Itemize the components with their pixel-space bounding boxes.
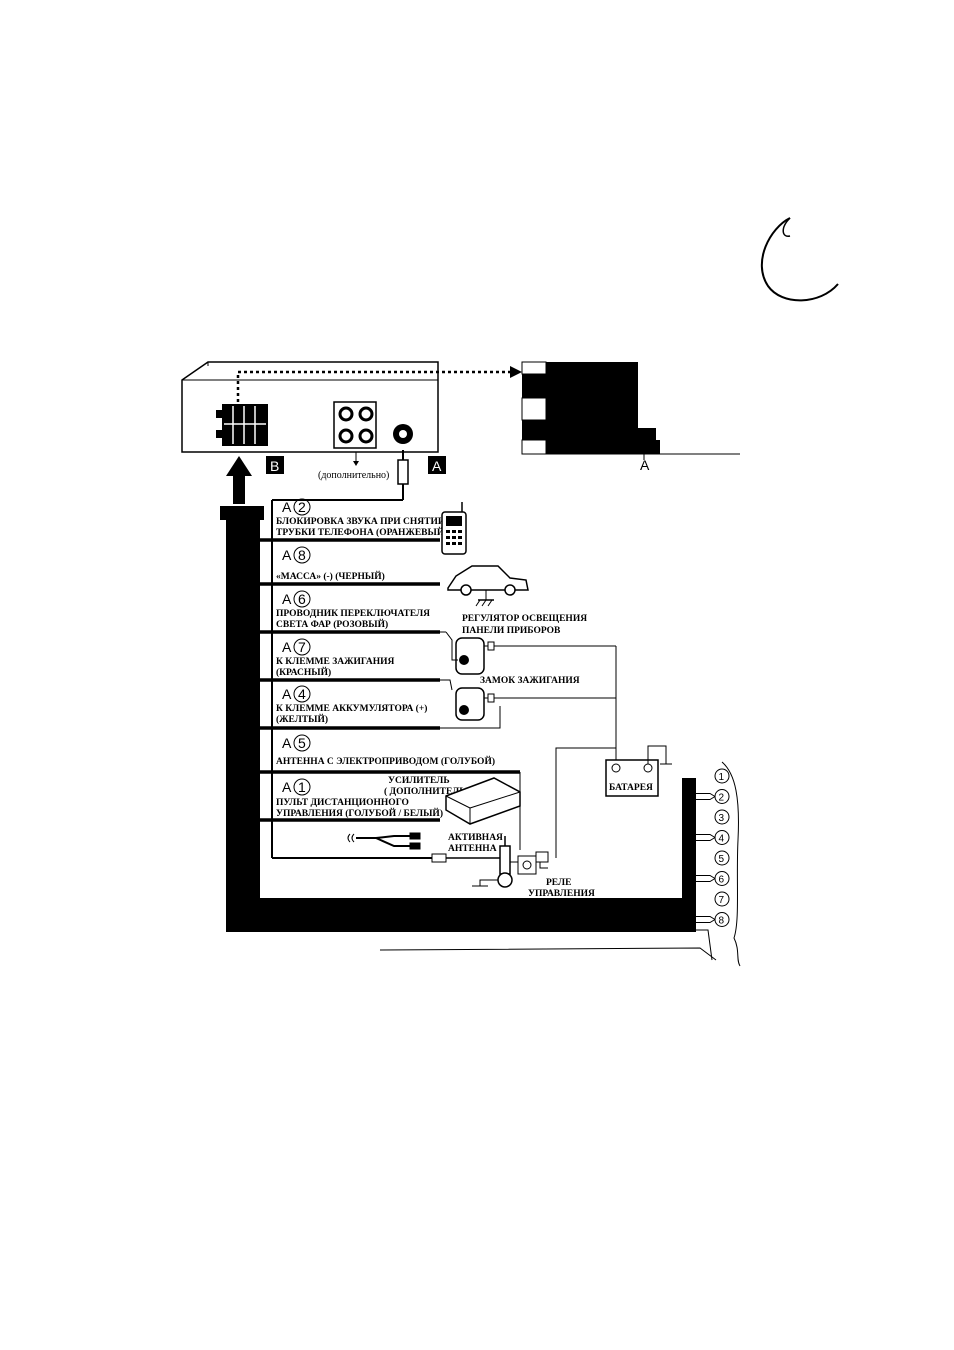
active-antenna-label-1: АКТИВНАЯ bbox=[448, 833, 503, 843]
up-arrow-icon bbox=[226, 456, 252, 504]
ignition-switch bbox=[440, 679, 616, 729]
connector-a-label: A bbox=[432, 458, 442, 474]
pin-6: 6 bbox=[696, 871, 730, 886]
relay-label-1: РЕЛЕ bbox=[546, 878, 571, 888]
pin-8: 8 bbox=[696, 912, 730, 927]
connector-detail-label: A bbox=[640, 457, 650, 473]
svg-text:A: A bbox=[282, 735, 292, 751]
svg-text:ПРОВОДНИК ПЕРЕКЛЮЧАТЕЛЯ: ПРОВОДНИК ПЕРЕКЛЮЧАТЕЛЯ bbox=[276, 609, 430, 619]
head-unit bbox=[181, 361, 522, 453]
svg-text:(КРАСНЫЙ): (КРАСНЫЙ) bbox=[276, 666, 331, 678]
svg-text:8: 8 bbox=[298, 547, 306, 563]
svg-text:К КЛЕММЕ ЗАЖИГАНИЯ: К КЛЕММЕ ЗАЖИГАНИЯ bbox=[276, 657, 395, 667]
dimmer-label-1: РЕГУЛЯТОР ОСВЕЩЕНИЯ bbox=[462, 614, 587, 624]
pin-label: 4 bbox=[719, 834, 725, 845]
wire-a7: A 7 К КЛЕММЕ ЗАЖИГАНИЯ (КРАСНЫЙ) bbox=[276, 638, 395, 678]
svg-text:A: A bbox=[282, 779, 292, 795]
pin-2: 2 bbox=[696, 789, 730, 804]
connector-b-label: B bbox=[270, 458, 279, 474]
phone-icon bbox=[441, 502, 467, 555]
svg-text:АНТЕННА С ЭЛЕКТРОПРИВОДОМ (ГОЛ: АНТЕННА С ЭЛЕКТРОПРИВОДОМ (ГОЛУБОЙ) bbox=[276, 755, 495, 767]
svg-text:A: A bbox=[282, 547, 292, 563]
svg-text:ПУЛЬТ ДИСТАНЦИОННОГО: ПУЛЬТ ДИСТАНЦИОННОГО bbox=[276, 798, 409, 808]
pin-label: 7 bbox=[719, 895, 725, 906]
svg-text:(ЖЕЛТЫЙ): (ЖЕЛТЫЙ) bbox=[276, 713, 328, 725]
pin-label: 2 bbox=[719, 793, 725, 804]
wire-a5: A 5 АНТЕННА С ЭЛЕКТРОПРИВОДОМ (ГОЛУБОЙ) bbox=[276, 734, 495, 767]
iso-connector-socket bbox=[216, 404, 268, 446]
control-relay bbox=[510, 851, 549, 875]
wire-a8: A 8 «МАССА» (-) (ЧЕРНЫЙ) bbox=[276, 546, 385, 582]
svg-text:УПРАВЛЕНИЯ (ГОЛУБОЙ / БЕЛЫЙ): УПРАВЛЕНИЯ (ГОЛУБОЙ / БЕЛЫЙ) bbox=[276, 807, 443, 819]
pin-7: 7 bbox=[714, 891, 730, 907]
wire-a1: A 1 ПУЛЬТ ДИСТАНЦИОННОГО УПРАВЛЕНИЯ (ГОЛ… bbox=[276, 778, 443, 819]
svg-text:A: A bbox=[282, 686, 292, 702]
amplifier-label-1: УСИЛИТЕЛЬ bbox=[388, 776, 450, 786]
pin-5: 5 bbox=[714, 850, 730, 866]
pin-label: 5 bbox=[719, 854, 725, 865]
amplifier bbox=[445, 777, 521, 825]
pin-label: 3 bbox=[719, 813, 725, 824]
svg-text:6: 6 bbox=[298, 591, 306, 607]
dimmer-switch bbox=[440, 631, 616, 675]
svg-text:«МАССА» (-) (ЧЕРНЫЙ): «МАССА» (-) (ЧЕРНЫЙ) bbox=[276, 570, 385, 582]
wire-a6: A 6 ПРОВОДНИК ПЕРЕКЛЮЧАТЕЛЯ СВЕТА ФАР (Р… bbox=[276, 590, 430, 630]
rca-outputs bbox=[333, 401, 377, 449]
pin-connector bbox=[379, 761, 741, 967]
svg-text:БАТАРЕЯ: БАТАРЕЯ bbox=[609, 783, 653, 793]
pin-1: 1 bbox=[714, 768, 730, 784]
svg-text:1: 1 bbox=[298, 779, 306, 795]
rca-leads bbox=[347, 832, 421, 850]
pin-3: 3 bbox=[714, 809, 730, 825]
amplifier-label-2: ( ДОПОЛНИТЕЛЬНО ) bbox=[384, 786, 486, 797]
battery: БАТАРЕЯ bbox=[555, 745, 672, 858]
pin-label: 8 bbox=[719, 916, 725, 927]
svg-text:5: 5 bbox=[298, 735, 306, 751]
pin-label: 6 bbox=[719, 875, 725, 886]
pin-label: 1 bbox=[719, 772, 725, 783]
antenna-plug bbox=[272, 450, 409, 501]
svg-text:7: 7 bbox=[298, 639, 306, 655]
svg-text:СВЕТА ФАР (РОЗОВЫЙ): СВЕТА ФАР (РОЗОВЫЙ) bbox=[276, 618, 388, 630]
svg-text:A: A bbox=[282, 499, 292, 515]
wire-a2: A 2 БЛОКИРОВКА ЗВУКА ПРИ СНЯТИИ ТРУБКИ Т… bbox=[276, 498, 447, 538]
active-antenna bbox=[431, 836, 513, 888]
svg-text:A: A bbox=[282, 639, 292, 655]
svg-text:БЛОКИРОВКА ЗВУКА ПРИ СНЯТИИ: БЛОКИРОВКА ЗВУКА ПРИ СНЯТИИ bbox=[276, 517, 446, 527]
svg-text:A: A bbox=[282, 591, 292, 607]
svg-text:ТРУБКИ ТЕЛЕФОНА (ОРАНЖЕВЫЙ): ТРУБКИ ТЕЛЕФОНА (ОРАНЖЕВЫЙ) bbox=[276, 526, 447, 538]
svg-text:4: 4 bbox=[298, 686, 306, 702]
svg-text:К КЛЕММЕ АККУМУЛЯТОРА (+): К КЛЕММЕ АККУМУЛЯТОРА (+) bbox=[276, 703, 427, 714]
active-antenna-label-2: АНТЕННА bbox=[448, 844, 497, 854]
optional-note: (дополнительно) bbox=[318, 470, 389, 481]
pin-list: 1 2 3 4 5 6 7 8 bbox=[696, 768, 730, 927]
wire-a4: A 4 К КЛЕММЕ АККУМУЛЯТОРА (+) (ЖЕЛТЫЙ) bbox=[276, 685, 427, 725]
dimmer-label-2: ПАНЕЛИ ПРИБОРОВ bbox=[462, 626, 561, 636]
page-curl-ornament bbox=[760, 217, 839, 302]
main-harness bbox=[220, 506, 696, 932]
connector-a-detail: A bbox=[521, 361, 740, 473]
svg-text:2: 2 bbox=[298, 499, 306, 515]
car-icon bbox=[447, 565, 529, 607]
ignition-label: ЗАМОК ЗАЖИГАНИЯ bbox=[480, 676, 580, 686]
pin-4: 4 bbox=[696, 830, 730, 845]
relay-label-2: УПРАВЛЕНИЯ bbox=[528, 889, 595, 899]
